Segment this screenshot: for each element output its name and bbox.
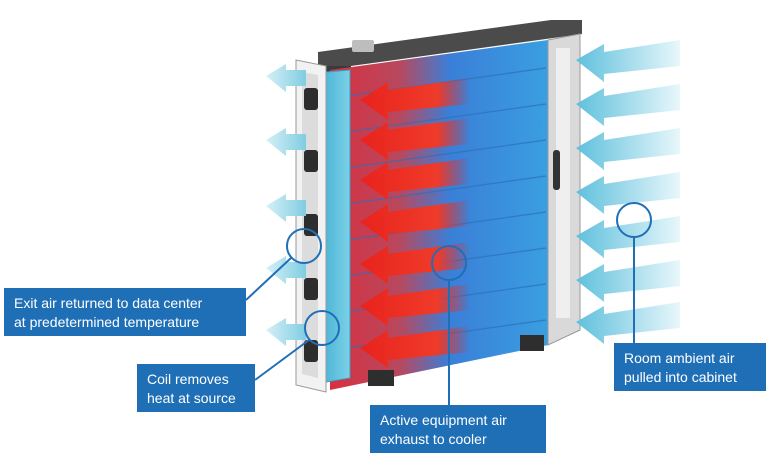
hot-air-arrow (360, 118, 470, 160)
hot-air-arrow (360, 242, 470, 284)
room-air-arrow (576, 260, 680, 302)
fan-icon (304, 340, 318, 362)
room-air-callout-line2: pulled into cabinet (624, 369, 737, 385)
exit-air-marker-circle (286, 228, 322, 264)
exit-air-arrow (266, 64, 306, 92)
exit-air-arrow (266, 194, 306, 222)
room-air-arrow (576, 128, 680, 170)
room-air-arrows (576, 40, 680, 344)
room-air-arrow (576, 40, 680, 82)
fan-icon (304, 88, 318, 110)
room-air-arrow (576, 302, 680, 344)
callout-markers (245, 202, 652, 405)
coil-callout-line2: heat at source (147, 390, 236, 406)
active-air-callout: Active equipment air exhaust to cooler (370, 405, 546, 453)
fan-icon (304, 150, 318, 172)
exit-air-arrow (266, 128, 306, 156)
hot-air-arrow (360, 284, 470, 326)
hot-air-arrow (360, 78, 470, 120)
exit-air-callout: Exit air returned to data center at pred… (4, 288, 246, 336)
coil-marker-circle (304, 310, 340, 346)
cabinet-foot (520, 335, 544, 351)
room-air-arrow (576, 84, 680, 126)
hot-air-arrows (360, 78, 470, 368)
hot-air-arrow (360, 158, 470, 200)
exit-air-arrows (266, 64, 306, 346)
fan-icon (304, 214, 318, 236)
active-air-callout-line2: exhaust to cooler (380, 431, 487, 447)
exit-air-arrow (266, 256, 306, 284)
active-air-callout-line1: Active equipment air (380, 412, 507, 428)
fan-icon (304, 278, 318, 300)
coil-callout: Coil removes heat at source (137, 364, 255, 412)
cabinet-foot (368, 370, 394, 386)
cabinet-right-post-inner (556, 48, 570, 318)
door-handle (553, 150, 560, 190)
cabinet-top (318, 20, 582, 66)
coil-callout-line1: Coil removes (147, 371, 229, 387)
cabinet-top-vent (352, 40, 374, 52)
exit-air-leader-line (245, 257, 292, 301)
room-air-callout: Room ambient air pulled into cabinet (614, 343, 766, 391)
room-air-arrow (576, 172, 680, 214)
hot-air-arrow (360, 200, 470, 242)
exit-air-callout-line2: at predetermined temperature (14, 314, 200, 330)
exit-air-arrow (266, 318, 306, 346)
room-air-callout-line1: Room ambient air (624, 350, 735, 366)
exit-air-callout-line1: Exit air returned to data center (14, 295, 203, 311)
door-fans (304, 88, 318, 362)
hot-air-arrow (360, 326, 470, 368)
room-air-arrow (576, 216, 680, 258)
coil-leader-line (254, 339, 310, 381)
